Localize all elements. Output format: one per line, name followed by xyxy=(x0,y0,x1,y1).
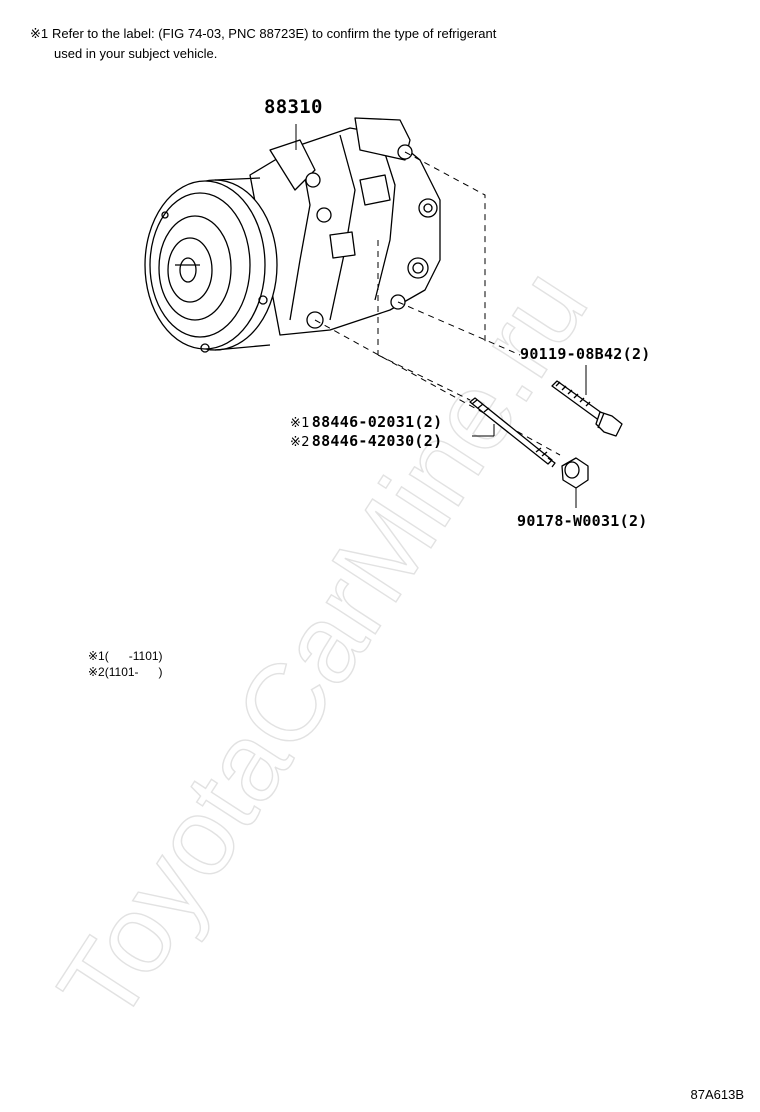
stud-illustration xyxy=(469,397,556,468)
legend-range-1: ( -1101) xyxy=(104,649,163,663)
note-mark: ※1 xyxy=(30,26,49,41)
date-range-legend: ※1( -1101) ※2(1101- ) xyxy=(88,648,163,680)
legend-row-2: ※2(1101- ) xyxy=(88,664,163,680)
legend-mark-2: ※2 xyxy=(88,665,105,679)
label-nut: 90178-W0031(2) xyxy=(517,512,648,530)
stud-2-number: 88446-42030(2) xyxy=(311,432,443,450)
note-line-1: Refer to the label: (FIG 74-03, PNC 8872… xyxy=(52,26,497,41)
stud-1-mark: ※1 xyxy=(290,416,310,431)
legend-range-2: (1101- ) xyxy=(104,665,163,679)
label-bolt: 90119-08B42(2) xyxy=(520,345,651,363)
label-compressor: 88310 xyxy=(264,96,323,118)
note-line-2: used in your subject vehicle. xyxy=(54,46,218,61)
stud-2-mark: ※2 xyxy=(290,435,310,450)
legend-mark-1: ※1 xyxy=(88,649,105,663)
bolt-illustration xyxy=(551,380,623,437)
stud-1-number: 88446-02031(2) xyxy=(311,413,443,431)
legend-row-1: ※1( -1101) xyxy=(88,648,163,664)
compressor-illustration xyxy=(144,117,441,353)
illustration-code: 87A613B xyxy=(690,1087,745,1102)
nut-illustration xyxy=(561,457,589,489)
